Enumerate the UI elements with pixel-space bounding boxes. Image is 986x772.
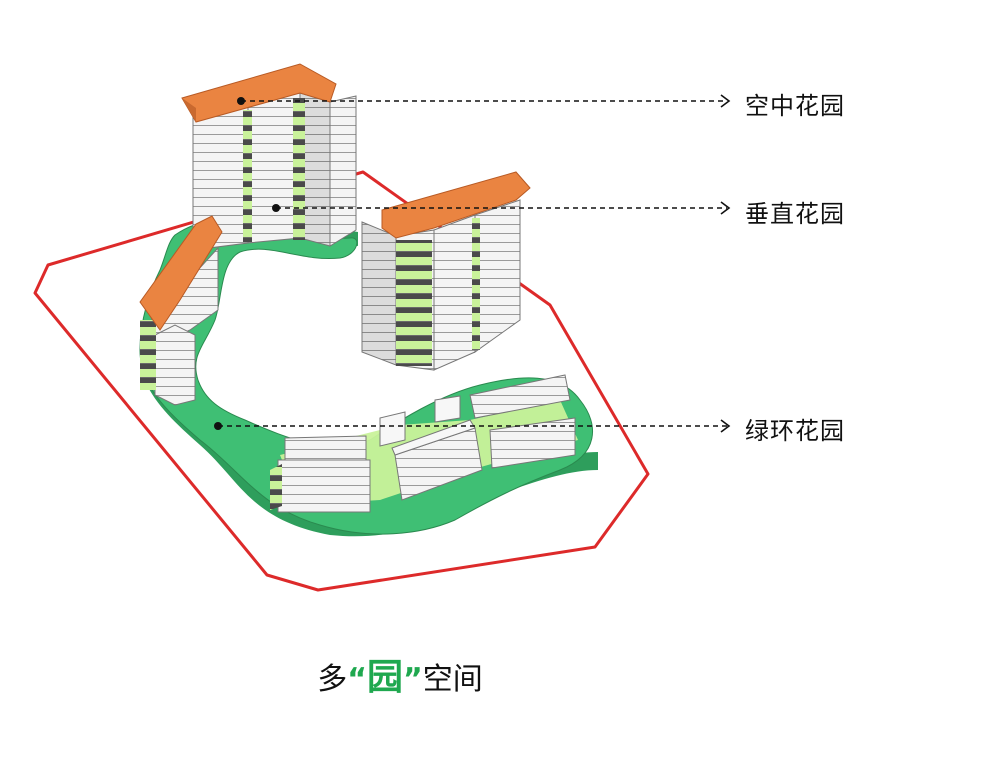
caption-prefix: 多 bbox=[317, 662, 348, 697]
arrow-head-sky bbox=[720, 94, 731, 108]
caption-suffix: 空间 bbox=[422, 662, 483, 697]
arrow-head-vertical bbox=[720, 201, 731, 215]
caption-open-quote: “ bbox=[347, 662, 367, 697]
tower-b bbox=[361, 171, 531, 371]
arrow-head-ring bbox=[720, 419, 731, 433]
callout-sky-garden: 空中花园 bbox=[745, 92, 845, 120]
caption-highlight: 园 bbox=[366, 657, 403, 698]
callout-green-ring-garden: 绿环花园 bbox=[745, 417, 845, 445]
low-rise-cluster bbox=[270, 374, 576, 513]
caption: 多“园”空间 bbox=[0, 648, 800, 700]
caption-close-quote: ” bbox=[403, 662, 423, 697]
callout-leaders bbox=[214, 94, 731, 433]
callout-vertical-garden: 垂直花园 bbox=[745, 200, 845, 228]
tower-c bbox=[139, 215, 223, 406]
